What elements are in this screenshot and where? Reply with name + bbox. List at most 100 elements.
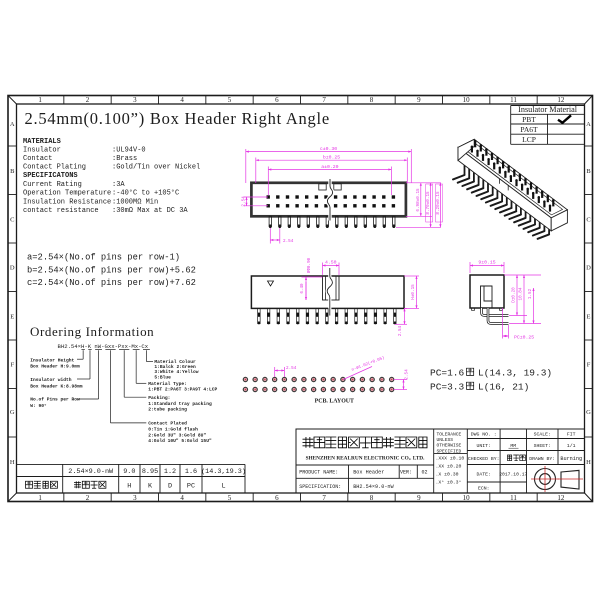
- svg-text:1/1: 1/1: [567, 443, 576, 449]
- svg-text:Insulator: Insulator: [23, 147, 61, 155]
- svg-text:1: 1: [38, 96, 42, 104]
- svg-text:B: B: [586, 168, 591, 175]
- svg-text:SPECIFIED: SPECIFIED: [437, 448, 462, 454]
- svg-text:PBT: PBT: [522, 115, 536, 124]
- svg-text:10.84: 10.84: [519, 287, 524, 300]
- svg-text:Contact Plating: Contact Plating: [23, 164, 86, 172]
- svg-text:2: 2: [86, 96, 90, 104]
- svg-text:8.95: 8.95: [142, 468, 158, 476]
- svg-text:Insulator width: Insulator width: [30, 377, 72, 383]
- svg-text:Insulator Height: Insulator Height: [30, 357, 74, 363]
- svg-text:12: 12: [557, 494, 565, 502]
- svg-text:A: A: [586, 121, 591, 128]
- svg-text:8: 8: [370, 96, 374, 104]
- svg-text:DWG NO. :: DWG NO. :: [471, 432, 497, 438]
- svg-text:E: E: [587, 313, 591, 320]
- svg-text:PC±0.25: PC±0.25: [514, 334, 534, 340]
- svg-text:DATE:: DATE:: [476, 472, 490, 478]
- svg-text:10: 10: [463, 494, 471, 502]
- svg-text:PC: PC: [187, 483, 195, 491]
- svg-text:3: 3: [133, 494, 137, 502]
- svg-text:L(14.3, 19.3): L(14.3, 19.3): [478, 368, 552, 379]
- svg-text:2.54×9.0-nW: 2.54×9.0-nW: [68, 468, 114, 476]
- svg-text:ECN:: ECN:: [478, 486, 490, 492]
- svg-text:1.6: 1.6: [185, 468, 197, 476]
- svg-text:C: C: [586, 216, 590, 223]
- svg-text:contact resistance: contact resistance: [23, 207, 99, 215]
- svg-text:BH2.54×H-K nW-Gxx-Pxx-Mx-Cx: BH2.54×H-K nW-Gxx-Pxx-Mx-Cx: [58, 343, 149, 350]
- svg-text:8Φ0.90: 8Φ0.90: [307, 257, 312, 273]
- svg-text::-40°C to +105°C: :-40°C to +105°C: [112, 189, 179, 198]
- svg-text:.X° ±0.3°: .X° ±0.3°: [436, 479, 462, 485]
- svg-text::Gold/Tin over Nickel: :Gold/Tin over Nickel: [112, 164, 200, 172]
- svg-text:SPECIFICATONS: SPECIFICATONS: [23, 172, 78, 180]
- svg-text:0:Tin 1:Gold flash: 0:Tin 1:Gold flash: [148, 427, 198, 433]
- svg-text:c=2.54×(No.of pins per row)+7.: c=2.54×(No.of pins per row)+7.62: [27, 278, 196, 288]
- svg-text:DRAWN BY:: DRAWN BY:: [529, 456, 555, 462]
- svg-text:.X ±0.30: .X ±0.30: [436, 471, 459, 477]
- svg-text:Box Header H:9.0mm: Box Header H:9.0mm: [30, 364, 80, 370]
- svg-text:2:tube packing: 2:tube packing: [148, 407, 187, 413]
- svg-text:D: D: [168, 483, 172, 491]
- svg-text:1: 1: [38, 494, 42, 502]
- svg-text:.XX ±0.20: .XX ±0.20: [436, 463, 462, 469]
- svg-text:D: D: [10, 264, 15, 271]
- svg-text:2017.10.17: 2017.10.17: [499, 472, 527, 478]
- svg-text:Ordering Information: Ordering Information: [30, 324, 154, 339]
- svg-text:2.54: 2.54: [286, 366, 297, 371]
- svg-text:PRODUCT NAME:: PRODUCT NAME:: [299, 469, 338, 475]
- svg-text::Brass: :Brass: [112, 155, 137, 163]
- svg-text:Box Header: Box Header: [353, 469, 384, 475]
- svg-text:2:Gold 3U″ 3:Gold 8U″: 2:Gold 3U″ 3:Gold 8U″: [148, 433, 206, 439]
- svg-text:4: 4: [180, 96, 184, 104]
- svg-text:TOLERANCE: TOLERANCE: [437, 432, 462, 438]
- svg-text:2.54: 2.54: [283, 239, 294, 244]
- svg-text:11: 11: [510, 96, 517, 104]
- svg-text:OTHERWISE: OTHERWISE: [437, 443, 462, 449]
- svg-text:.XXX ±0.10: .XXX ±0.10: [436, 455, 465, 461]
- svg-text:VER:: VER:: [400, 469, 412, 475]
- svg-text:G: G: [10, 409, 15, 416]
- svg-text:5: 5: [228, 494, 232, 502]
- svg-text:4.50: 4.50: [325, 260, 337, 266]
- svg-text:PC=3.3: PC=3.3: [430, 382, 465, 393]
- svg-text:H: H: [586, 459, 591, 466]
- svg-text:12: 12: [557, 96, 565, 104]
- svg-text:Insulator Material: Insulator Material: [518, 105, 578, 114]
- svg-text:9.0: 9.0: [123, 468, 135, 476]
- svg-text:7: 7: [322, 494, 326, 502]
- svg-text:5:Blue: 5:Blue: [154, 374, 171, 380]
- svg-text:A: A: [10, 121, 15, 128]
- svg-text:G: G: [586, 409, 591, 416]
- svg-text:L: L: [221, 483, 225, 491]
- svg-text:7: 7: [322, 96, 326, 104]
- svg-text::UL94V-0: :UL94V-0: [112, 147, 146, 155]
- svg-text:11: 11: [510, 494, 517, 502]
- svg-text:Packing:: Packing:: [148, 395, 170, 401]
- svg-text:2.54: 2.54: [242, 196, 247, 207]
- svg-text:F: F: [10, 361, 14, 368]
- svg-text:6.98±0.15: 6.98±0.15: [416, 188, 421, 212]
- svg-text::1000MΩ Min: :1000MΩ Min: [112, 199, 158, 207]
- svg-text:Material Colour: Material Colour: [154, 359, 196, 365]
- svg-text:(14.3,19.3): (14.3,19.3): [201, 468, 246, 476]
- svg-text:K: K: [148, 483, 153, 491]
- svg-text:4: 4: [180, 494, 184, 502]
- svg-text:4:Gold 10U″ 5:Gold 15U″: 4:Gold 10U″ 5:Gold 15U″: [148, 438, 212, 444]
- svg-text:PA6T: PA6T: [520, 125, 538, 134]
- svg-text:Insulation Resistance: Insulation Resistance: [23, 199, 111, 207]
- svg-text:1.52: 1.52: [528, 288, 533, 299]
- svg-text:a=2.54×(No.of pins per row-1): a=2.54×(No.of pins per row-1): [27, 253, 180, 263]
- svg-text:6.40: 6.40: [300, 283, 305, 294]
- svg-text:8.70±0.15: 8.70±0.15: [426, 191, 431, 215]
- svg-text:CHECKED BY:: CHECKED BY:: [468, 456, 500, 462]
- svg-text:1:Balck 2:Green: 1:Balck 2:Green: [154, 364, 196, 370]
- svg-text:C: C: [10, 216, 14, 223]
- svg-text:LCP: LCP: [522, 135, 536, 144]
- svg-text:2.54: 2.54: [405, 369, 410, 380]
- svg-text:1.2: 1.2: [164, 468, 176, 476]
- svg-text:5: 5: [228, 96, 232, 104]
- svg-text:1:PBT 2:PA6T 3:PA9T 4:LCP: 1:PBT 2:PA6T 3:PA9T 4:LCP: [148, 386, 217, 392]
- svg-text:c±0.30: c±0.30: [320, 146, 337, 152]
- svg-text:No.of Pins per Row: No.of Pins per Row: [30, 397, 80, 403]
